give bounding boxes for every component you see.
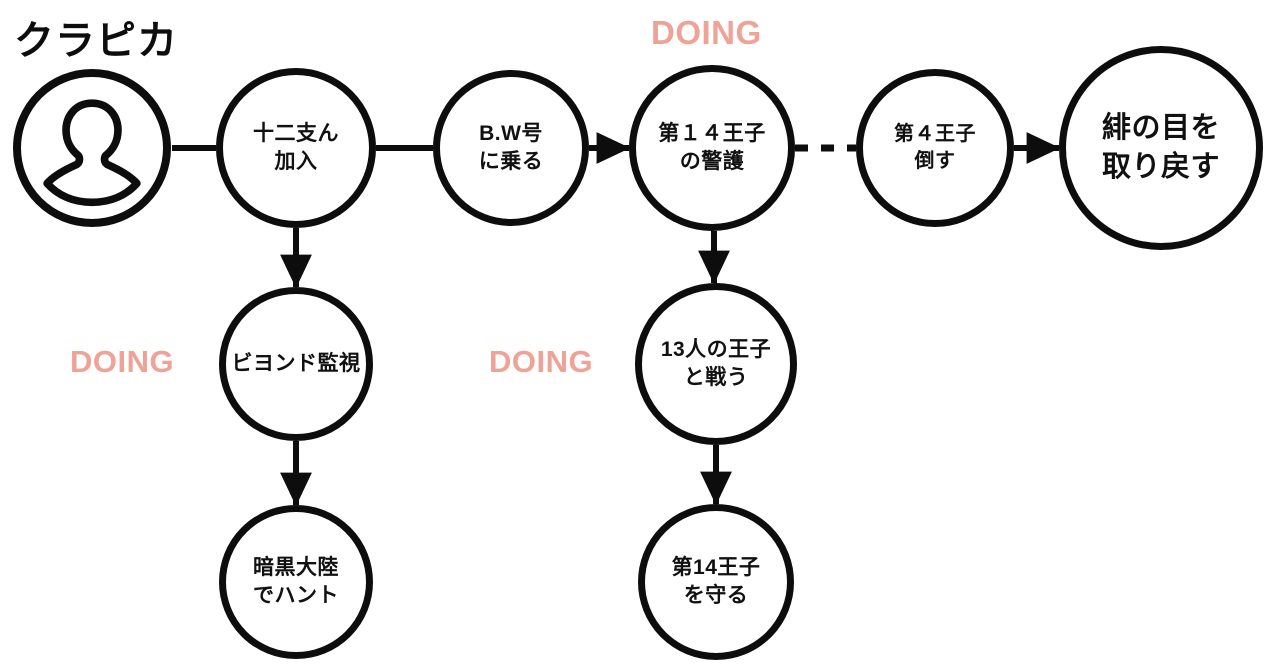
node-reclaim-scarlet-eyes[interactable]: 緋の目を取り戻す	[1059, 46, 1263, 250]
node-label-line: 十二支ん	[253, 121, 339, 145]
node-label-line: B.W号	[479, 121, 543, 145]
node-label-line: を守る	[683, 584, 749, 607]
node-label-line: 第１４王子	[658, 121, 766, 145]
node-label-line: と戦う	[683, 366, 749, 389]
node-protect-14th-prince[interactable]: 第14王子を守る	[638, 504, 794, 660]
page-title: クラピカ	[14, 19, 178, 63]
node-label-line: 暗黒大陸	[253, 555, 339, 579]
node-guard-14th-prince[interactable]: 第１４王子の警護	[629, 65, 795, 231]
node-label-line: 倒す	[914, 150, 956, 172]
node-label-line: の警護	[679, 150, 745, 173]
node-label-line: 13人の王子	[660, 337, 772, 361]
node-watch-beyond[interactable]: ビヨンド監視	[219, 287, 373, 441]
node-defeat-4th-prince[interactable]: 第４王子倒す	[856, 69, 1014, 227]
node-label-line: 取り戻す	[1101, 151, 1220, 183]
status-badge-doing: DOING	[651, 14, 762, 51]
node-label-line: ビヨンド監視	[231, 351, 361, 375]
node-hunt-dark-continent[interactable]: 暗黒大陸でハント	[219, 505, 373, 659]
status-badge-doing: DOING	[70, 344, 175, 379]
node-board-bw[interactable]: B.W号に乗る	[433, 70, 589, 226]
node-avatar[interactable]	[13, 69, 171, 227]
person-avatar-icon	[43, 99, 141, 207]
status-badge-doing: DOING	[489, 344, 594, 379]
node-label-line: 緋の目を	[1101, 111, 1220, 144]
node-label-line: 第４王子	[894, 123, 976, 145]
node-fight-13-princes[interactable]: 13人の王子と戦う	[635, 283, 797, 445]
node-label-line: 第14王子	[671, 555, 761, 579]
node-label-line: に乗る	[478, 150, 544, 173]
node-label-line: でハント	[253, 584, 339, 607]
node-join-zodiacs[interactable]: 十二支ん加入	[216, 68, 376, 228]
node-label-line: 加入	[274, 150, 318, 173]
